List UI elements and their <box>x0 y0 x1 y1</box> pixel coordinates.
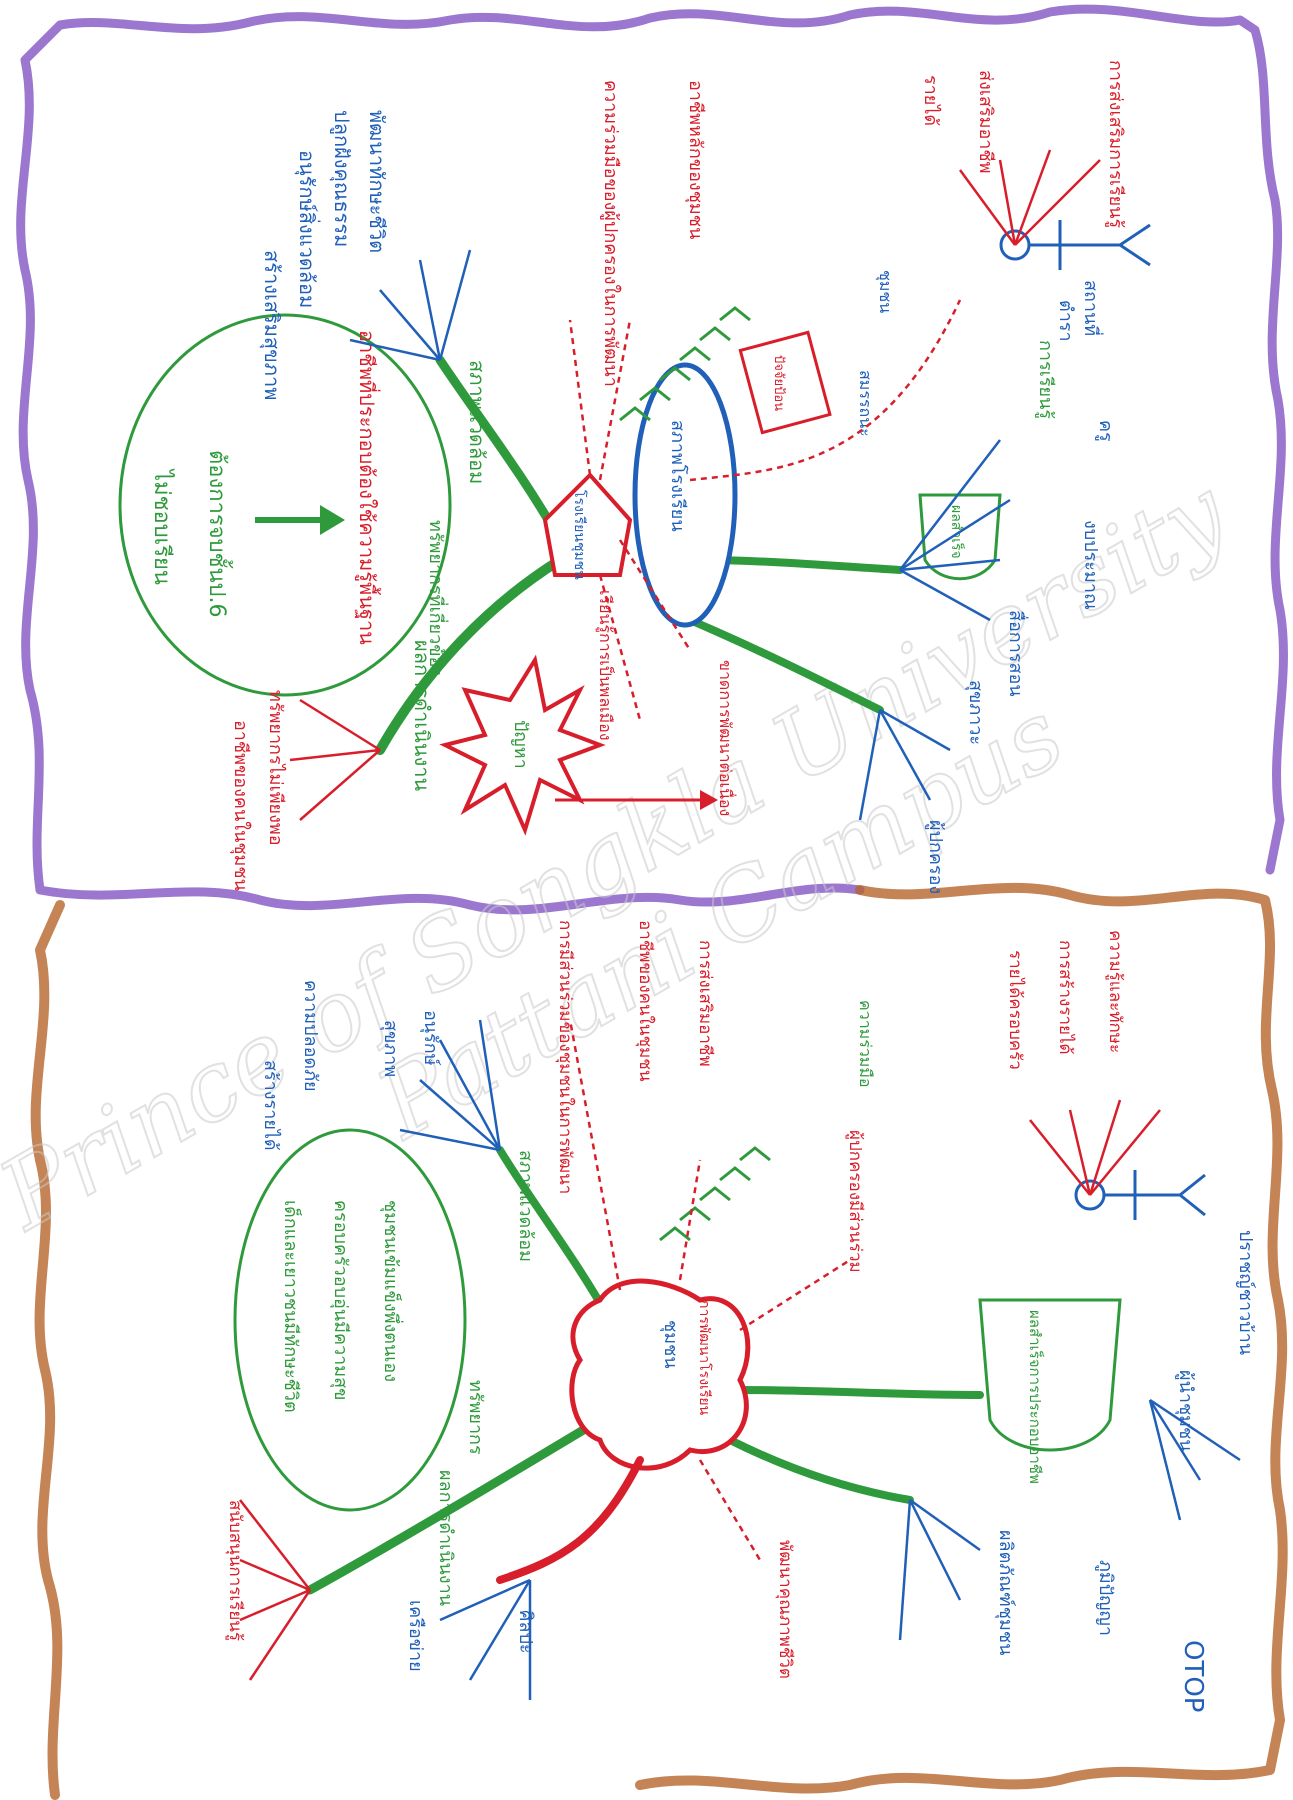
bottom-center-label: ชุมชน <box>660 1320 681 1369</box>
watermark-line-1: Prince of Songkla University <box>0 456 1247 1252</box>
top-map-border <box>16 4 1288 915</box>
bottom-blue-label-4: สุขภาพ <box>380 1020 401 1077</box>
bottom-red-label-8: สนับสนุนการเรียนรู้ <box>225 1500 245 1641</box>
top-red-solid <box>289 149 1101 821</box>
bottom-blue-label-1: สร้างรายได้ <box>260 1060 282 1151</box>
bottom-blue-label-11: ศิลปะ <box>515 1610 536 1654</box>
bottom-blue-label-10: เครือข่าย <box>405 1600 426 1672</box>
bottom-blue-label-3: อนุรักษ์ <box>420 1010 441 1066</box>
bottom-blue-label-9: ปราชญ์ชาวบ้าน <box>1235 1230 1256 1355</box>
bottom-idea-bubble <box>233 1128 467 1512</box>
top-green-label-2: ทรัพยากรที่เกี่ยวข้อง <box>425 520 449 676</box>
bottom-red-arc <box>496 1456 644 1584</box>
bottom-branch-upper-left <box>496 1146 614 1324</box>
top-red-label-8: ส่งเสริมอาชีพ <box>975 70 996 173</box>
top-green-label-4: การเรียนรู้ <box>1035 340 1056 419</box>
bottom-mind-map: เด็กและเยาวชนมีทักษะชีวิต ครอบครัวอบอุ่น… <box>225 920 1256 1713</box>
top-blue-label-1: สร้างเสริมสุขภาพ <box>259 250 284 400</box>
bottom-blue-label-7: ภูมิปัญญา <box>1095 1560 1116 1636</box>
top-blue-label-7: ตำรา <box>1055 300 1076 342</box>
bottom-green-label-4: ความร่วมมือ <box>856 1000 875 1088</box>
bottom-red-label-2: อาชีพของคนในชุมชน <box>635 920 656 1082</box>
top-bubble-item-1: ไม่ชอบเรียน <box>149 468 175 585</box>
bottom-red-label-9: พัฒนาคุณภาพชีวิต <box>775 1540 795 1679</box>
bottom-green-label-1: สภาพแวดล้อม <box>515 1150 536 1262</box>
top-blue-label-4: พัฒนาทักษะชีวิต <box>365 110 389 253</box>
top-red-label-4: ขาดการพัฒนาต่อเนื่อง <box>716 660 737 816</box>
top-person-figure <box>999 220 1151 270</box>
top-blue-label-11: ผู้ปกครอง <box>925 820 946 894</box>
top-center-ellipse <box>632 362 738 628</box>
bottom-red-label-6: ความรู้และทักษะ <box>1105 930 1125 1053</box>
bottom-map-border <box>30 882 1288 1800</box>
top-center-house <box>542 472 633 577</box>
bottom-red-label-3: การส่งเสริมอาชีพ <box>695 940 715 1067</box>
bottom-cup-label: ผลสำเร็จการประกอบอาชีพ <box>1026 1310 1045 1484</box>
bottom-chevrons <box>659 1146 771 1242</box>
top-bubble-item-2: ต้องการจบชั้นป.6 <box>204 450 233 618</box>
bottom-center-blob <box>569 1278 751 1471</box>
top-branch-left <box>375 555 565 755</box>
bottom-red-label-7: ผู้ปกครองมีส่วนร่วม <box>845 1130 865 1273</box>
bottom-person-figure <box>1074 1170 1206 1220</box>
top-blue-label-6: ครู <box>1095 420 1116 442</box>
bottom-red-dashed <box>568 1019 851 1561</box>
top-branch-upper-left <box>435 355 565 545</box>
top-chevrons <box>619 306 751 422</box>
bottom-center-sub: การพัฒนาโรงเรียน <box>696 1300 713 1416</box>
bottom-bubble-item-2: ครอบครัวอบอุ่นมีความสุข <box>330 1200 351 1400</box>
top-idea-bubble <box>118 313 452 697</box>
bottom-branch-lower-right <box>726 1436 914 1504</box>
bottom-red-label-5: การสร้างรายได้ <box>1055 940 1076 1055</box>
bottom-bubble-item-3: ชุมชนเข้มแข็งพึ่งตนเอง <box>380 1200 404 1382</box>
top-center-sub: โรงเรียนชุมชน <box>571 490 588 580</box>
bottom-green-label-2: ทรัพยากร <box>465 1380 486 1455</box>
top-red-label-1: ความร่วมมือของผู้ปกครองในการพัฒนา <box>600 80 622 387</box>
top-center-label: สภาพโรงเรียน <box>667 420 689 532</box>
top-problem-burst <box>439 654 606 836</box>
top-cup-label: ผลสำเร็จ <box>948 505 966 559</box>
bottom-blue-label-8: ผู้นำชุมชน <box>1175 1370 1196 1452</box>
top-red-label-2: อาชีพหลักของชุมชน <box>685 80 706 239</box>
top-green-label-3: ผลการดำเนินงาน <box>410 640 434 791</box>
bottom-blue-label-6: ผลิตภัณฑ์ชุมชน <box>995 1530 1016 1655</box>
top-red-label-5: ทรัพยากรไม่เพียงพอ <box>265 690 287 846</box>
top-box-label: ปัจจัยป้อน <box>771 355 786 411</box>
top-red-label-9: การส่งเสริมการเรียนรู้ <box>1105 60 1126 228</box>
top-bubble-result: อาชีพที่ประกอบต้องใช้ความรู้พื้นฐาน <box>354 330 381 645</box>
top-blue-label-5: งบประมาณ <box>1080 520 1101 610</box>
top-blue-label-13: สมรรถนะ <box>856 370 875 437</box>
bottom-red-leaves <box>239 1099 1161 1681</box>
bottom-branch-left <box>305 1415 605 1595</box>
top-blue-leaves <box>349 249 1011 821</box>
top-burst-arrowhead <box>700 790 718 810</box>
top-green-label-1: สภาพแวดล้อม <box>465 360 489 484</box>
top-blue-label-2: อนุรักษ์สิ่งแวดล้อม <box>294 150 321 308</box>
top-blue-label-9: สื่อการสอน <box>1005 610 1029 697</box>
bottom-blue-label-2: ความปลอดภัย <box>300 980 321 1092</box>
top-blue-label-12: ชุมชน <box>875 270 895 313</box>
bottom-blue-label-5: OTOP <box>1178 1640 1208 1713</box>
bottom-green-label-3: ผลการดำเนินงาน <box>435 1470 456 1606</box>
top-mind-map: ไม่ชอบเรียน ต้องการจบชั้นป.6 อาชีพที่ประ… <box>118 60 1151 894</box>
bottom-bubble-item-1: เด็กและเยาวชนมีทักษะชีวิต <box>280 1200 303 1413</box>
bottom-red-label-4: รายได้ครอบครัว <box>1005 950 1026 1070</box>
bottom-blue-leaves <box>399 1019 1241 1700</box>
bottom-trophy-cup <box>978 1298 1122 1452</box>
top-red-leaves <box>568 299 962 721</box>
top-branch-lower-right <box>686 616 884 714</box>
top-red-label-7: รายได้ <box>920 75 942 126</box>
top-red-label-6: อาชีพของคนในชุมชน <box>230 720 252 891</box>
bottom-red-label-1: การมีส่วนร่วมของชุมชนในการพัฒนา <box>555 920 576 1194</box>
top-blue-label-10: สุขภาวะ <box>965 680 986 745</box>
top-blue-label-3: ปลูกฝังคุณธรรม <box>329 110 354 247</box>
top-bubble-arrowhead <box>320 505 345 535</box>
bottom-branch-right <box>736 1386 984 1399</box>
top-input-box <box>738 330 832 435</box>
top-burst-label: ปัญหา <box>510 720 531 769</box>
top-blue-label-8: สถานที่ <box>1080 280 1104 336</box>
top-red-label-3: เรียนรู้การเป็นพลเมือง <box>595 590 616 741</box>
